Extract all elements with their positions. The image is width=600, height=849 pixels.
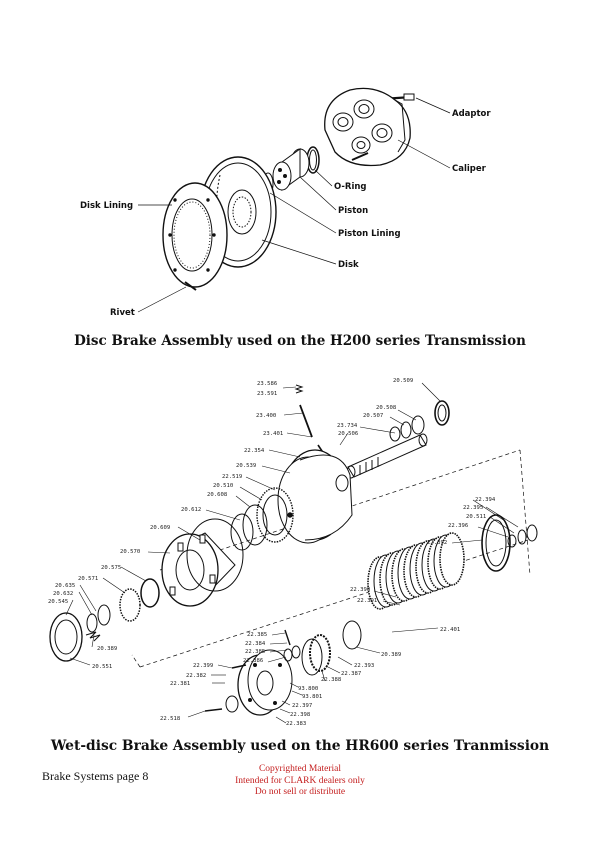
part-22401: 22.401 (440, 627, 460, 633)
part-23400: 23.400 (256, 413, 276, 419)
part-22398: 22.398 (290, 712, 311, 718)
part-22383: 22.383 (286, 721, 306, 727)
part-22381: 22.381 (170, 681, 190, 687)
disc-brake-diagram: Adaptor Caliper O-Ring Piston Piston Lin… (80, 87, 491, 318)
part-22382: 22.382 (186, 673, 206, 679)
part-22396: 22.396 (448, 523, 468, 529)
part-22397: 22.397 (292, 703, 312, 709)
part-20506: 20.506 (338, 431, 358, 437)
part-20539: 20.539 (236, 463, 256, 469)
part-20608: 20.608 (207, 492, 228, 498)
part-20389-upper: 20.389 (97, 646, 117, 652)
part-23586: 23.586 (257, 381, 277, 387)
part-93800: 93.800 (298, 686, 318, 692)
part-93801: 93.801 (302, 694, 322, 700)
part-22354: 22.354 (244, 448, 265, 454)
part-22384: 22.384 (245, 641, 266, 647)
part-20507: 20.507 (363, 413, 383, 419)
figure1-caption: Disc Brake Assembly used on the H200 ser… (74, 333, 526, 349)
caliper-label: Caliper (452, 164, 487, 174)
o-ring-label: O-Ring (334, 182, 367, 192)
copyright-line-1: Copyrighted Material (258, 764, 342, 774)
part-20389-lower: 20.389 (381, 652, 401, 658)
part-22394: 22.394 (475, 497, 496, 503)
page-footer-label: Brake Systems page 8 (42, 769, 149, 783)
part-20508: 20.508 (376, 405, 397, 411)
piston-lining-label: Piston Lining (338, 229, 401, 239)
part-20509: 20.509 (393, 378, 413, 384)
part-22388: 22.388 (321, 677, 342, 683)
rivet-label: Rivet (110, 308, 135, 318)
friction-disc (439, 532, 465, 586)
disk-lining-label: Disk Lining (80, 201, 133, 211)
part-20609: 20.609 (150, 525, 170, 531)
part-20575: 20.575 (101, 565, 121, 571)
part-23401: 23.401 (263, 431, 283, 437)
part-20570: 20.570 (120, 549, 140, 555)
part-22391: 22.391 (357, 598, 377, 604)
part-23734: 23.734 (337, 423, 358, 429)
part-20510: 20.510 (213, 483, 233, 489)
part-20511: 20.511 (466, 514, 486, 520)
part-20545: 20.545 (48, 599, 68, 605)
part-22386: 22.386 (243, 658, 263, 664)
part-22392: 22.392 (427, 540, 447, 546)
part-20551: 20.551 (92, 664, 112, 670)
part-23591: 23.591 (257, 391, 277, 397)
part-22395: 22.395 (463, 505, 483, 511)
part-20635: 20.635 (55, 583, 75, 589)
copyright-line-3: Do not sell or distribute (254, 787, 346, 797)
part-22385-a: 22.385 (247, 632, 267, 638)
figure2-caption: Wet-disc Brake Assembly used on the HR60… (50, 738, 550, 754)
part-20632: 20.632 (53, 591, 73, 597)
part-20612: 20.612 (181, 507, 201, 513)
part-22399: 22.399 (193, 663, 213, 669)
part-22518: 22.518 (160, 716, 181, 722)
copyright-line-2: Intended for CLARK dealers only (235, 775, 365, 786)
part-22393: 22.393 (354, 663, 374, 669)
adaptor-label: Adaptor (452, 109, 491, 119)
part-22390: 22.390 (350, 587, 370, 593)
wet-disc-brake-diagram: 23.586 23.591 20.509 20.508 23.400 20.50… (48, 378, 538, 727)
part-22519: 22.519 (222, 474, 242, 480)
part-22385-b: 22.385 (245, 649, 265, 655)
part-20571: 20.571 (78, 576, 98, 582)
disk-label: Disk (338, 260, 359, 270)
piston-label: Piston (338, 206, 368, 216)
part-22387: 22.387 (341, 671, 361, 677)
copyright-notice: Copyrighted Material Intended for CLARK … (215, 764, 385, 799)
